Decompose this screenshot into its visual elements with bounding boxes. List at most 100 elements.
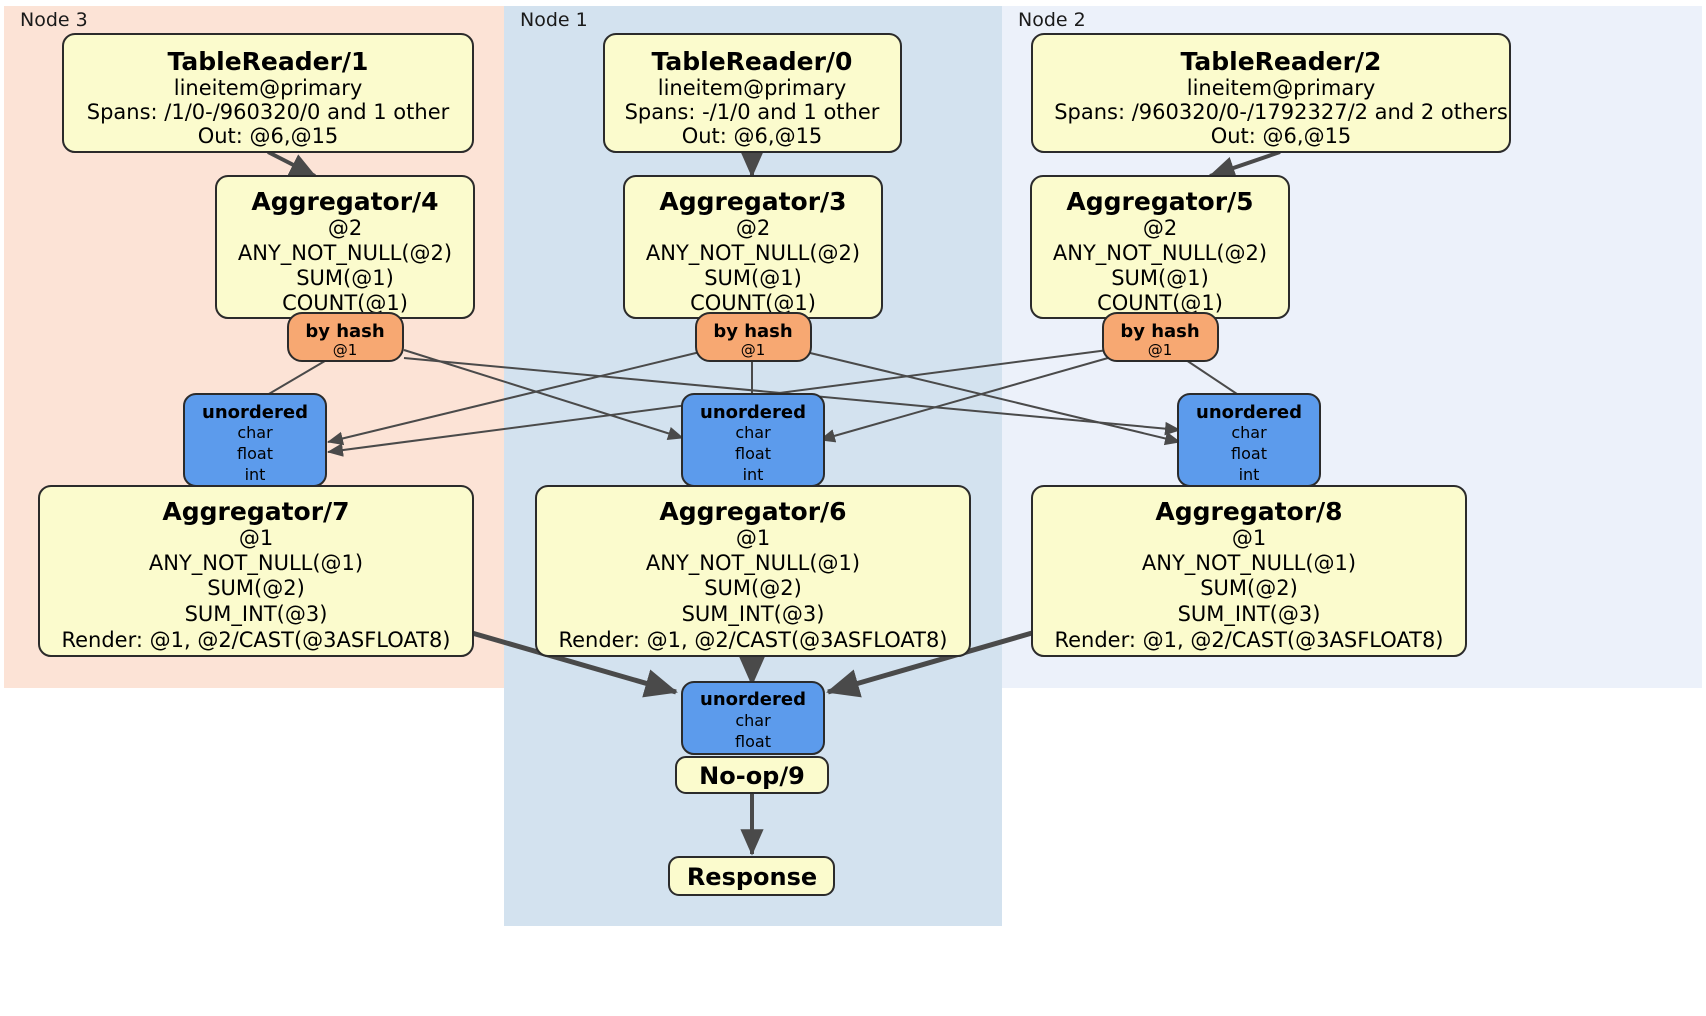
synchronizer-type-line: float [735, 732, 771, 751]
edge-aggregator8-to-unordered-final [826, 630, 1033, 698]
processor-detail-line: ANY_NOT_NULL(@2) [646, 241, 860, 266]
synchronizer-title: unordered [700, 402, 806, 423]
processor-title: Aggregator/8 [1155, 497, 1342, 526]
edge-byhash-right-to-unordered-right [1185, 359, 1244, 399]
synchronizer-title: unordered [1196, 402, 1302, 423]
router-by-hash-left[interactable]: by hash @1 [287, 312, 404, 362]
synchronizer-type-line: float [1231, 444, 1267, 463]
processor-aggregator-4[interactable]: Aggregator/4 @2 ANY_NOT_NULL(@2) SUM(@1)… [215, 175, 475, 319]
router-detail-line: @1 [741, 341, 766, 359]
edge-byhash-center-to-unordered-right [805, 351, 1181, 446]
synchronizer-type-line: char [735, 423, 771, 442]
processor-noop-9[interactable]: No-op/9 [675, 756, 829, 794]
processor-detail-line: SUM(@2) [704, 576, 802, 600]
processor-tablereader-1[interactable]: TableReader/1 lineitem@primary Spans: /1… [62, 33, 474, 153]
router-by-hash-right[interactable]: by hash @1 [1102, 312, 1219, 362]
processor-aggregator-8[interactable]: Aggregator/8 @1 ANY_NOT_NULL(@1) SUM(@2)… [1031, 485, 1467, 657]
processor-detail-line: COUNT(@1) [1097, 291, 1223, 315]
processor-title: Aggregator/3 [659, 187, 846, 216]
processor-detail-line: Spans: /960320/0-/1792327/2 and 2 others [1054, 100, 1508, 124]
processor-response[interactable]: Response [668, 856, 835, 896]
processor-detail-line: ANY_NOT_NULL(@1) [1142, 551, 1356, 576]
processor-title: TableReader/2 [1181, 47, 1382, 76]
synchronizer-type-line: char [237, 423, 273, 442]
processor-detail-line: ANY_NOT_NULL(@2) [1053, 241, 1267, 266]
processor-title: TableReader/1 [168, 47, 369, 76]
processor-detail-line: Out: @6,@15 [1211, 124, 1352, 148]
router-by-hash-center[interactable]: by hash @1 [695, 312, 812, 362]
processor-detail-line: COUNT(@1) [690, 291, 816, 315]
synchronizer-unordered-final[interactable]: unordered char float [681, 681, 825, 755]
processor-title: Aggregator/7 [162, 497, 349, 526]
synchronizer-unordered-final-box[interactable] [681, 681, 825, 755]
edge-tablereader1-to-aggregator4 [267, 150, 317, 178]
processor-tablereader-2-box[interactable] [1031, 33, 1511, 153]
node-panel-label-node1: Node 1 [520, 9, 588, 31]
node-panel-label-node3: Node 3 [20, 9, 88, 31]
processor-detail-line: SUM(@2) [1200, 576, 1298, 600]
processor-detail-line: SUM_INT(@3) [1178, 602, 1321, 627]
processor-detail-line: COUNT(@1) [282, 291, 408, 315]
processor-tablereader-2[interactable]: TableReader/2 lineitem@primary Spans: /9… [1031, 33, 1511, 153]
processor-noop-9-box[interactable] [675, 756, 829, 794]
router-detail-line: @1 [333, 341, 358, 359]
edge-byhash-left-to-unordered-center [403, 349, 684, 440]
processor-title: TableReader/0 [652, 47, 853, 76]
router-by-hash-left-box[interactable] [287, 312, 404, 362]
processor-detail-line: SUM(@1) [296, 266, 394, 290]
processor-title: Aggregator/4 [251, 187, 438, 216]
synchronizer-type-line: float [735, 444, 771, 463]
synchronizer-type-line: int [1239, 465, 1260, 484]
router-by-hash-right-box[interactable] [1102, 312, 1219, 362]
processor-aggregator-7[interactable]: Aggregator/7 @1 ANY_NOT_NULL(@1) SUM(@2)… [38, 485, 474, 657]
synchronizer-type-line: char [735, 711, 771, 730]
processor-render-line: Render: @1, @2/CAST(@3ASFLOAT8) [61, 628, 450, 652]
processor-detail-line: ANY_NOT_NULL(@2) [238, 241, 452, 266]
processor-tablereader-1-box[interactable] [62, 33, 474, 153]
synchronizer-type-line: float [237, 444, 273, 463]
processor-aggregator-5[interactable]: Aggregator/5 @2 ANY_NOT_NULL(@2) SUM(@1)… [1030, 175, 1290, 319]
processor-aggregator-7-box[interactable] [38, 485, 474, 657]
edge-tablereader2-to-aggregator5 [1208, 150, 1281, 179]
processor-detail-line: ANY_NOT_NULL(@1) [646, 551, 860, 576]
processor-detail-line: @2 [328, 216, 362, 240]
processor-aggregator-3[interactable]: Aggregator/3 @2 ANY_NOT_NULL(@2) SUM(@1)… [623, 175, 883, 319]
processor-aggregator-8-box[interactable] [1031, 485, 1467, 657]
processor-detail-line: SUM(@1) [1111, 266, 1209, 290]
processor-aggregator-6[interactable]: Aggregator/6 @1 ANY_NOT_NULL(@1) SUM(@2)… [535, 485, 971, 657]
synchronizer-unordered-left[interactable]: unordered char float int [183, 393, 327, 487]
synchronizer-title: unordered [700, 689, 806, 710]
edge-byhash-left-to-unordered-left [261, 357, 331, 399]
processor-detail-line: lineitem@primary [658, 76, 847, 100]
processor-response-box[interactable] [668, 856, 835, 896]
edge-byhash-right-to-unordered-center [819, 357, 1109, 443]
processor-detail-line: @1 [1232, 526, 1266, 550]
processor-detail-line: @2 [1143, 216, 1177, 240]
synchronizer-unordered-center[interactable]: unordered char float int [681, 393, 825, 487]
processor-detail-line: @1 [239, 526, 273, 550]
synchronizer-title: unordered [202, 402, 308, 423]
processor-title: No-op/9 [699, 762, 805, 790]
router-title: by hash [305, 321, 384, 342]
router-title: by hash [1120, 321, 1199, 342]
processor-render-line: Render: @1, @2/CAST(@3ASFLOAT8) [558, 628, 947, 652]
processor-detail-line: lineitem@primary [1187, 76, 1376, 100]
processor-detail-line: Out: @6,@15 [198, 124, 339, 148]
edge-aggregator7-to-unordered-final [471, 630, 678, 698]
processor-tablereader-0[interactable]: TableReader/0 lineitem@primary Spans: -/… [603, 33, 902, 153]
processor-detail-line: Spans: /1/0-/960320/0 and 1 other [87, 100, 450, 124]
processor-title: Response [687, 863, 817, 891]
processor-detail-line: SUM(@2) [207, 576, 305, 600]
processor-detail-line: SUM(@1) [704, 266, 802, 290]
processor-detail-line: Out: @6,@15 [682, 124, 823, 148]
synchronizer-type-line: char [1231, 423, 1267, 442]
synchronizer-unordered-right[interactable]: unordered char float int [1177, 393, 1321, 487]
processor-detail-line: SUM_INT(@3) [682, 602, 825, 627]
processor-aggregator-6-box[interactable] [535, 485, 971, 657]
router-detail-line: @1 [1148, 341, 1173, 359]
processor-detail-line: SUM_INT(@3) [185, 602, 328, 627]
router-by-hash-center-box[interactable] [695, 312, 812, 362]
processor-tablereader-0-box[interactable] [603, 33, 902, 153]
